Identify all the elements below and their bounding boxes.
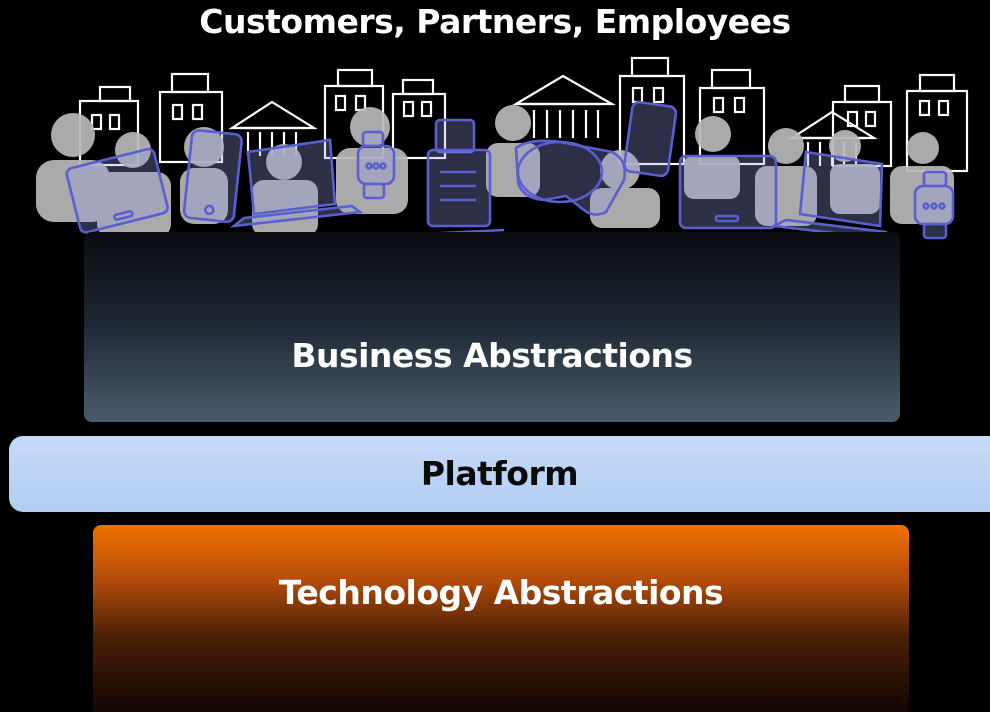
page-title: Customers, Partners, Employees: [199, 2, 791, 41]
stakeholder-crowd: [36, 56, 969, 242]
person-icon: [486, 105, 540, 197]
business-abstractions-label: Business Abstractions: [291, 336, 693, 375]
building-icon: [618, 56, 686, 166]
person-icon: [684, 116, 740, 199]
person-icon: [180, 127, 228, 224]
person-icon: [590, 150, 660, 228]
pos-terminal-icon: [421, 118, 505, 236]
tablet-icon: [65, 147, 169, 234]
laptop-icon: [229, 138, 364, 228]
person-icon: [336, 107, 408, 214]
smartwatch-icon: [356, 130, 396, 200]
smartwatch-icon: [913, 170, 955, 240]
technology-abstractions-label: Technology Abstractions: [278, 573, 724, 612]
vr-headset-icon: [514, 139, 627, 216]
person-icon: [97, 132, 171, 238]
tablet-icon: [678, 154, 778, 230]
platform-layer: Platform: [9, 436, 990, 512]
person-icon: [829, 130, 880, 214]
person-icon: [36, 113, 110, 222]
phone-icon: [623, 100, 678, 178]
technology-abstractions-layer: Technology Abstractions: [93, 525, 909, 712]
person-icon: [890, 132, 954, 224]
building-icon: [391, 78, 447, 160]
business-abstractions-layer: Business Abstractions: [84, 232, 900, 422]
bank-icon: [512, 74, 617, 138]
platform-label: Platform: [420, 454, 579, 493]
phone-icon: [182, 129, 243, 224]
